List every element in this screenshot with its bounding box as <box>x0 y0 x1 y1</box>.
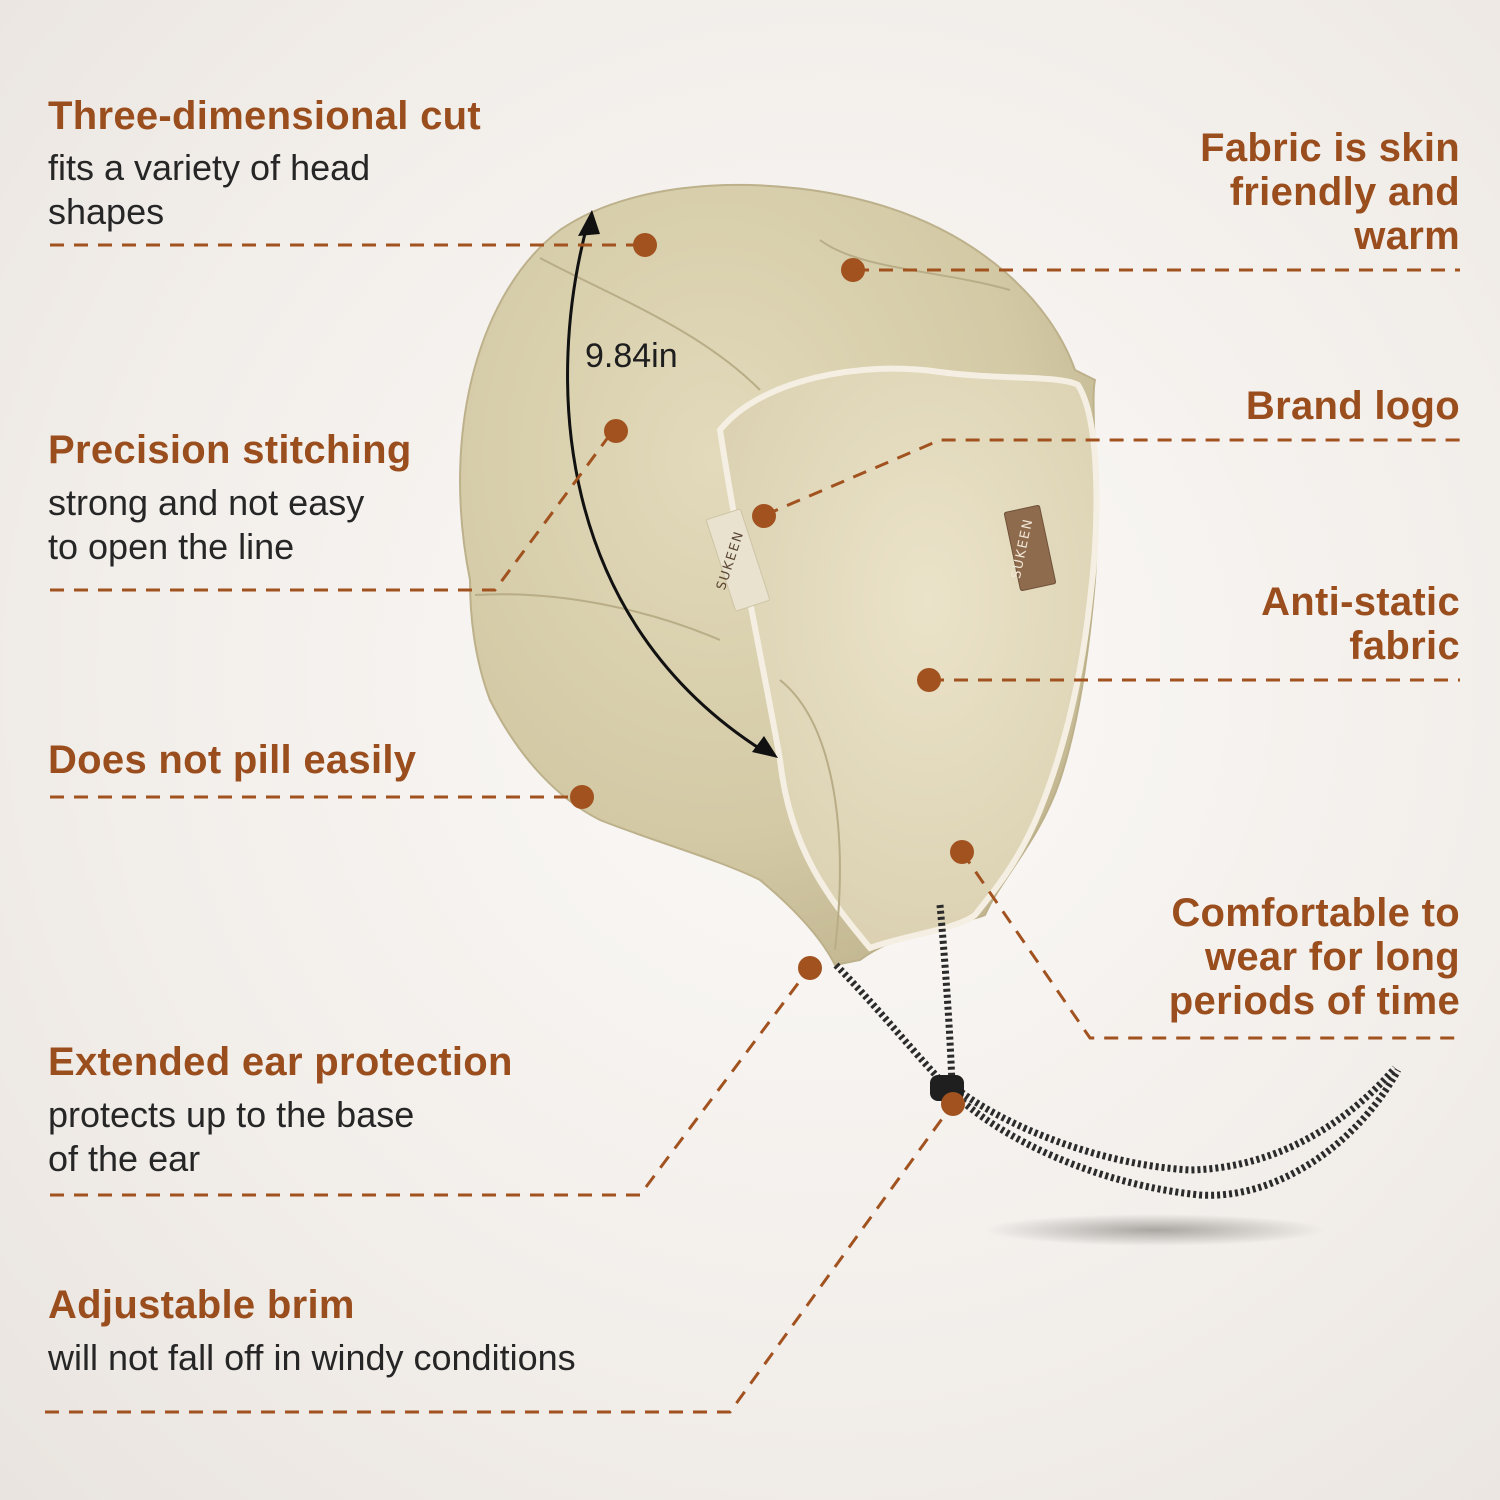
seam-side <box>474 593 721 641</box>
feature-title: Precision stitching <box>48 428 412 472</box>
dimension-label: 9.84in <box>585 337 678 375</box>
ground-shadow <box>985 1214 1325 1246</box>
arrow-double-headed-icon <box>566 210 778 758</box>
feature-title: Extended ear protection <box>48 1040 513 1084</box>
feature-title: Does not pill easily <box>48 738 417 782</box>
seam-crown <box>539 257 761 391</box>
feature-desc: protects up to the base of the ear <box>48 1094 415 1179</box>
feature-anti-static: Anti-static fabric <box>1261 580 1460 668</box>
leader-dot-icon <box>570 233 974 1116</box>
feature-desc: strong and not easy to open the line <box>48 482 365 567</box>
feature-title: Three-dimensional cut <box>48 94 482 138</box>
feature-fabric-skin-friendly: Fabric is skin friendly and warm <box>1200 126 1460 258</box>
seam-flap <box>779 679 841 951</box>
drawstring-icon <box>833 904 1402 1199</box>
feature-comfortable: Comfortable to wear for long periods of … <box>1168 891 1460 1023</box>
brand-tag-outer <box>706 508 770 612</box>
feature-desc: will not fall off in windy conditions <box>48 1337 576 1378</box>
leader-lines <box>45 243 1460 1414</box>
feature-desc: fits a variety of head shapes <box>48 147 371 232</box>
feature-title: Adjustable brim <box>48 1283 355 1327</box>
feature-brand-logo: Brand logo <box>1245 384 1460 428</box>
brand-tag-inner <box>1003 505 1057 591</box>
hat-inner-lining <box>716 365 1100 952</box>
